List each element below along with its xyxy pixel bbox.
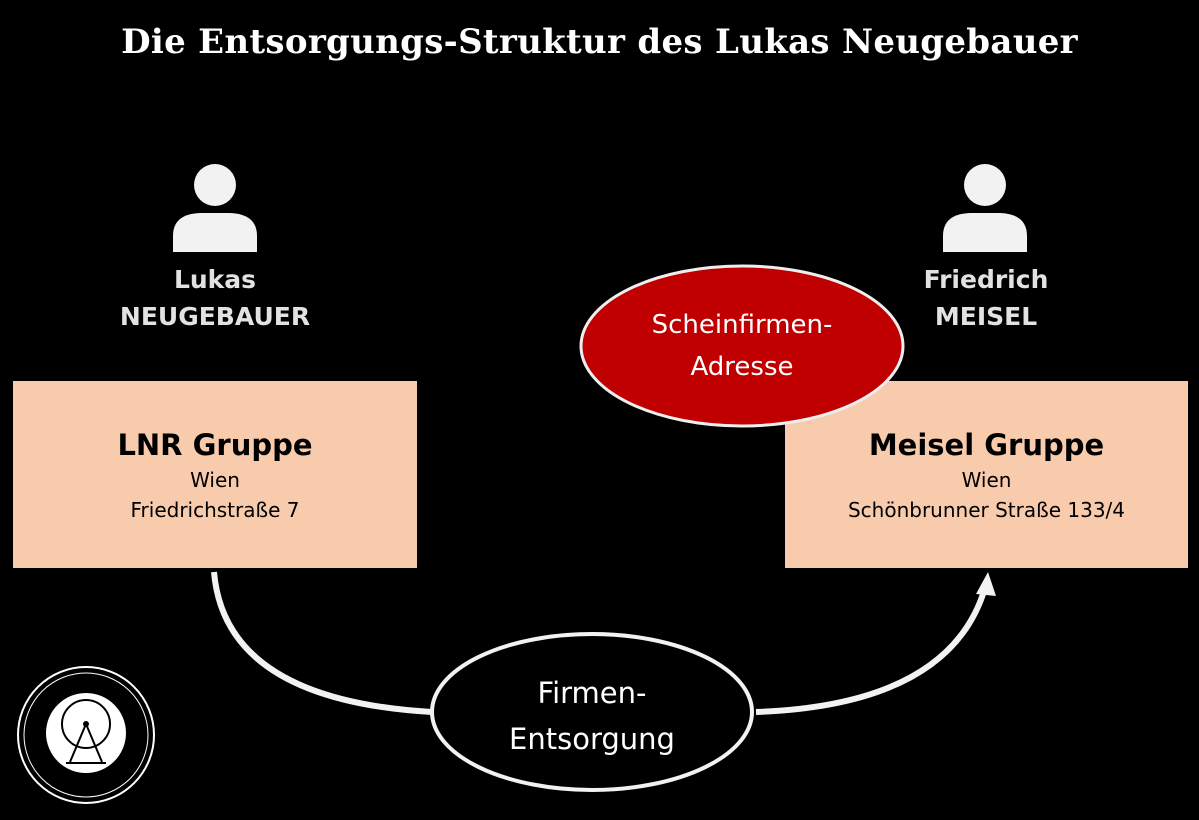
flow-curve-right — [755, 587, 988, 715]
company-box-meisel: Meisel Gruppe Wien Schönbrunner Straße 1… — [785, 381, 1188, 568]
company-address: Friedrichstraße 7 — [130, 498, 300, 522]
company-city: Wien — [190, 468, 240, 492]
shell-line-2: Adresse — [690, 352, 794, 382]
company-name: Meisel Gruppe — [868, 428, 1105, 462]
company-box-lnr: LNR Gruppe Wien Friedrichstraße 7 — [13, 381, 417, 568]
company-name: LNR Gruppe — [117, 428, 313, 462]
person-first-name: Friedrich — [923, 265, 1049, 294]
person-last-name: MEISEL — [934, 302, 1038, 331]
shell-address-label: Scheinfirmen- Adresse — [592, 304, 892, 388]
person-last-name: NEUGEBAUER — [119, 302, 311, 331]
disposal-label: Firmen- Entsorgung — [442, 670, 742, 762]
logo — [17, 666, 155, 804]
shell-line-1: Scheinfirmen- — [651, 310, 833, 340]
disposal-line-1: Firmen- — [537, 676, 647, 710]
person-icon — [173, 164, 257, 252]
arrow-head-icon — [976, 572, 996, 596]
person-icon — [943, 164, 1027, 252]
person-first-name: Lukas — [173, 265, 257, 294]
disposal-line-2: Entsorgung — [509, 722, 675, 756]
person-lukas: Lukas NEUGEBAUER — [65, 261, 365, 335]
company-address: Schönbrunner Straße 133/4 — [847, 498, 1126, 522]
person-friedrich: Friedrich MEISEL — [836, 261, 1136, 335]
disposal-ellipse — [430, 632, 754, 792]
diagram-title: Die Entsorgungs-Struktur des Lukas Neuge… — [121, 22, 1078, 62]
company-city: Wien — [961, 468, 1012, 492]
flow-curve-left — [211, 571, 433, 715]
